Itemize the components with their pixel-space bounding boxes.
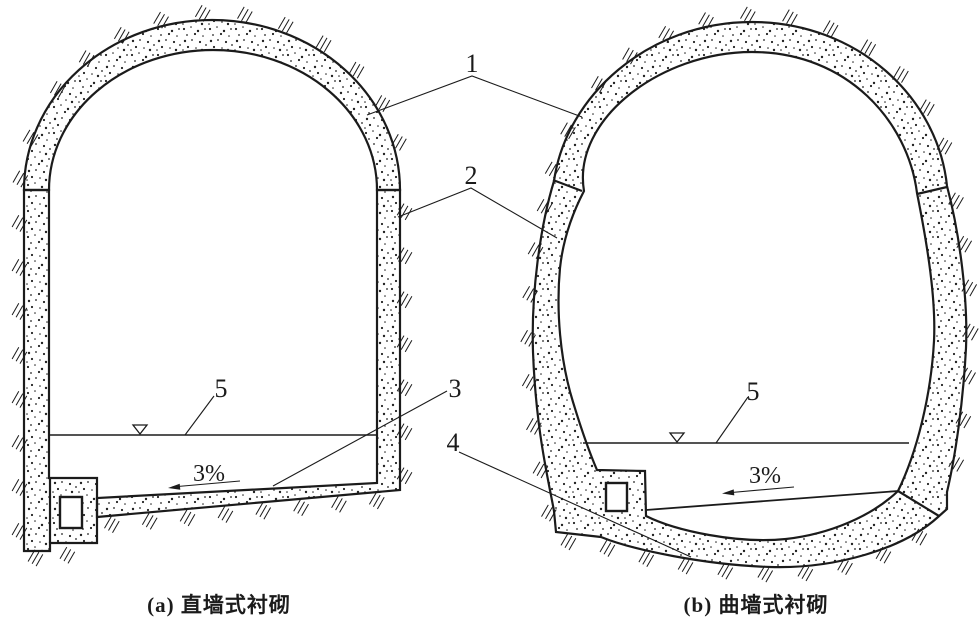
leader-line-2 bbox=[397, 187, 558, 239]
lining-joint-line-b-left bbox=[552, 178, 583, 193]
slope-arrow-b bbox=[725, 486, 795, 494]
left-sidewall-and-footing-a bbox=[22, 188, 99, 553]
water-level-icon-b bbox=[668, 432, 686, 444]
leader-line-3 bbox=[272, 390, 448, 487]
panel-caption-a: (a) 直墙式衬砌 bbox=[147, 593, 291, 617]
water-level-icon-a bbox=[131, 424, 149, 436]
leader-line-1 bbox=[366, 75, 583, 118]
drainage-ditch-a bbox=[58, 495, 84, 530]
callout-4-label: 4 bbox=[447, 428, 460, 457]
leader-line-5b bbox=[715, 396, 749, 444]
leader-line-5a bbox=[184, 395, 215, 436]
callout-2-label: 2 bbox=[465, 161, 478, 190]
callout-5-label-a: 5 bbox=[215, 374, 228, 403]
lining-joint-line-b-right bbox=[916, 185, 948, 196]
floor-paving-line-b bbox=[645, 490, 899, 511]
leader-line-4 bbox=[458, 451, 692, 558]
rock-hatch-marks bbox=[11, 4, 979, 583]
slope-arrowhead-a bbox=[168, 483, 181, 490]
slope-arrow-a bbox=[171, 480, 241, 488]
panel-curved-wall-lining: 3% 5 (b) 曲墙式衬砌 bbox=[531, 20, 968, 617]
slope-arrowhead-b bbox=[722, 489, 735, 496]
shared-callouts: 1 2 3 4 bbox=[272, 49, 692, 558]
panel-straight-wall-lining: 3% 5 (a) 直墙式衬砌 bbox=[22, 18, 402, 617]
slope-label-b: 3% bbox=[749, 463, 781, 489]
callout-5-label-b: 5 bbox=[747, 377, 760, 406]
right-sidewall-and-floor-slab-a bbox=[95, 188, 402, 519]
callout-3-label: 3 bbox=[449, 374, 462, 403]
lining-joint-line-b-invert bbox=[897, 490, 940, 517]
arch-ring-lining-a bbox=[22, 18, 402, 192]
slope-label-a: 3% bbox=[193, 461, 225, 487]
drainage-ditch-b bbox=[604, 481, 629, 513]
callout-1-label: 1 bbox=[466, 49, 479, 78]
panel-caption-b: (b) 曲墙式衬砌 bbox=[684, 593, 829, 617]
